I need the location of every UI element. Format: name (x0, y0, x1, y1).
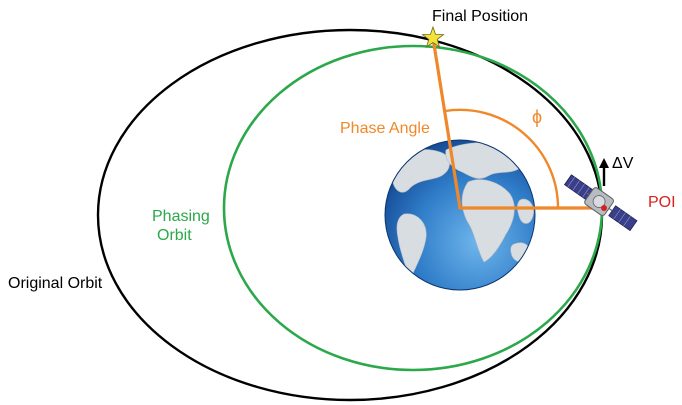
poi-marker (601, 205, 607, 211)
poi-label: POI (648, 194, 676, 211)
delta-v-label: ΔV (612, 155, 634, 172)
star-icon (421, 25, 445, 48)
earth-globe-icon (384, 139, 536, 291)
original-orbit-label: Original Orbit (8, 275, 103, 292)
phasing-orbit-label-line2: Orbit (157, 227, 192, 244)
final-position-label: Final Position (432, 8, 528, 25)
phi-symbol: ϕ (532, 107, 542, 127)
arrow-up-icon (599, 158, 609, 186)
phase-angle-label: Phase Angle (340, 120, 430, 137)
phasing-orbit-label-line1: Phasing (152, 208, 210, 225)
satellite-icon (563, 174, 638, 232)
phase-angle-arc (444, 108, 560, 209)
phase-angle-lines (431, 36, 606, 210)
